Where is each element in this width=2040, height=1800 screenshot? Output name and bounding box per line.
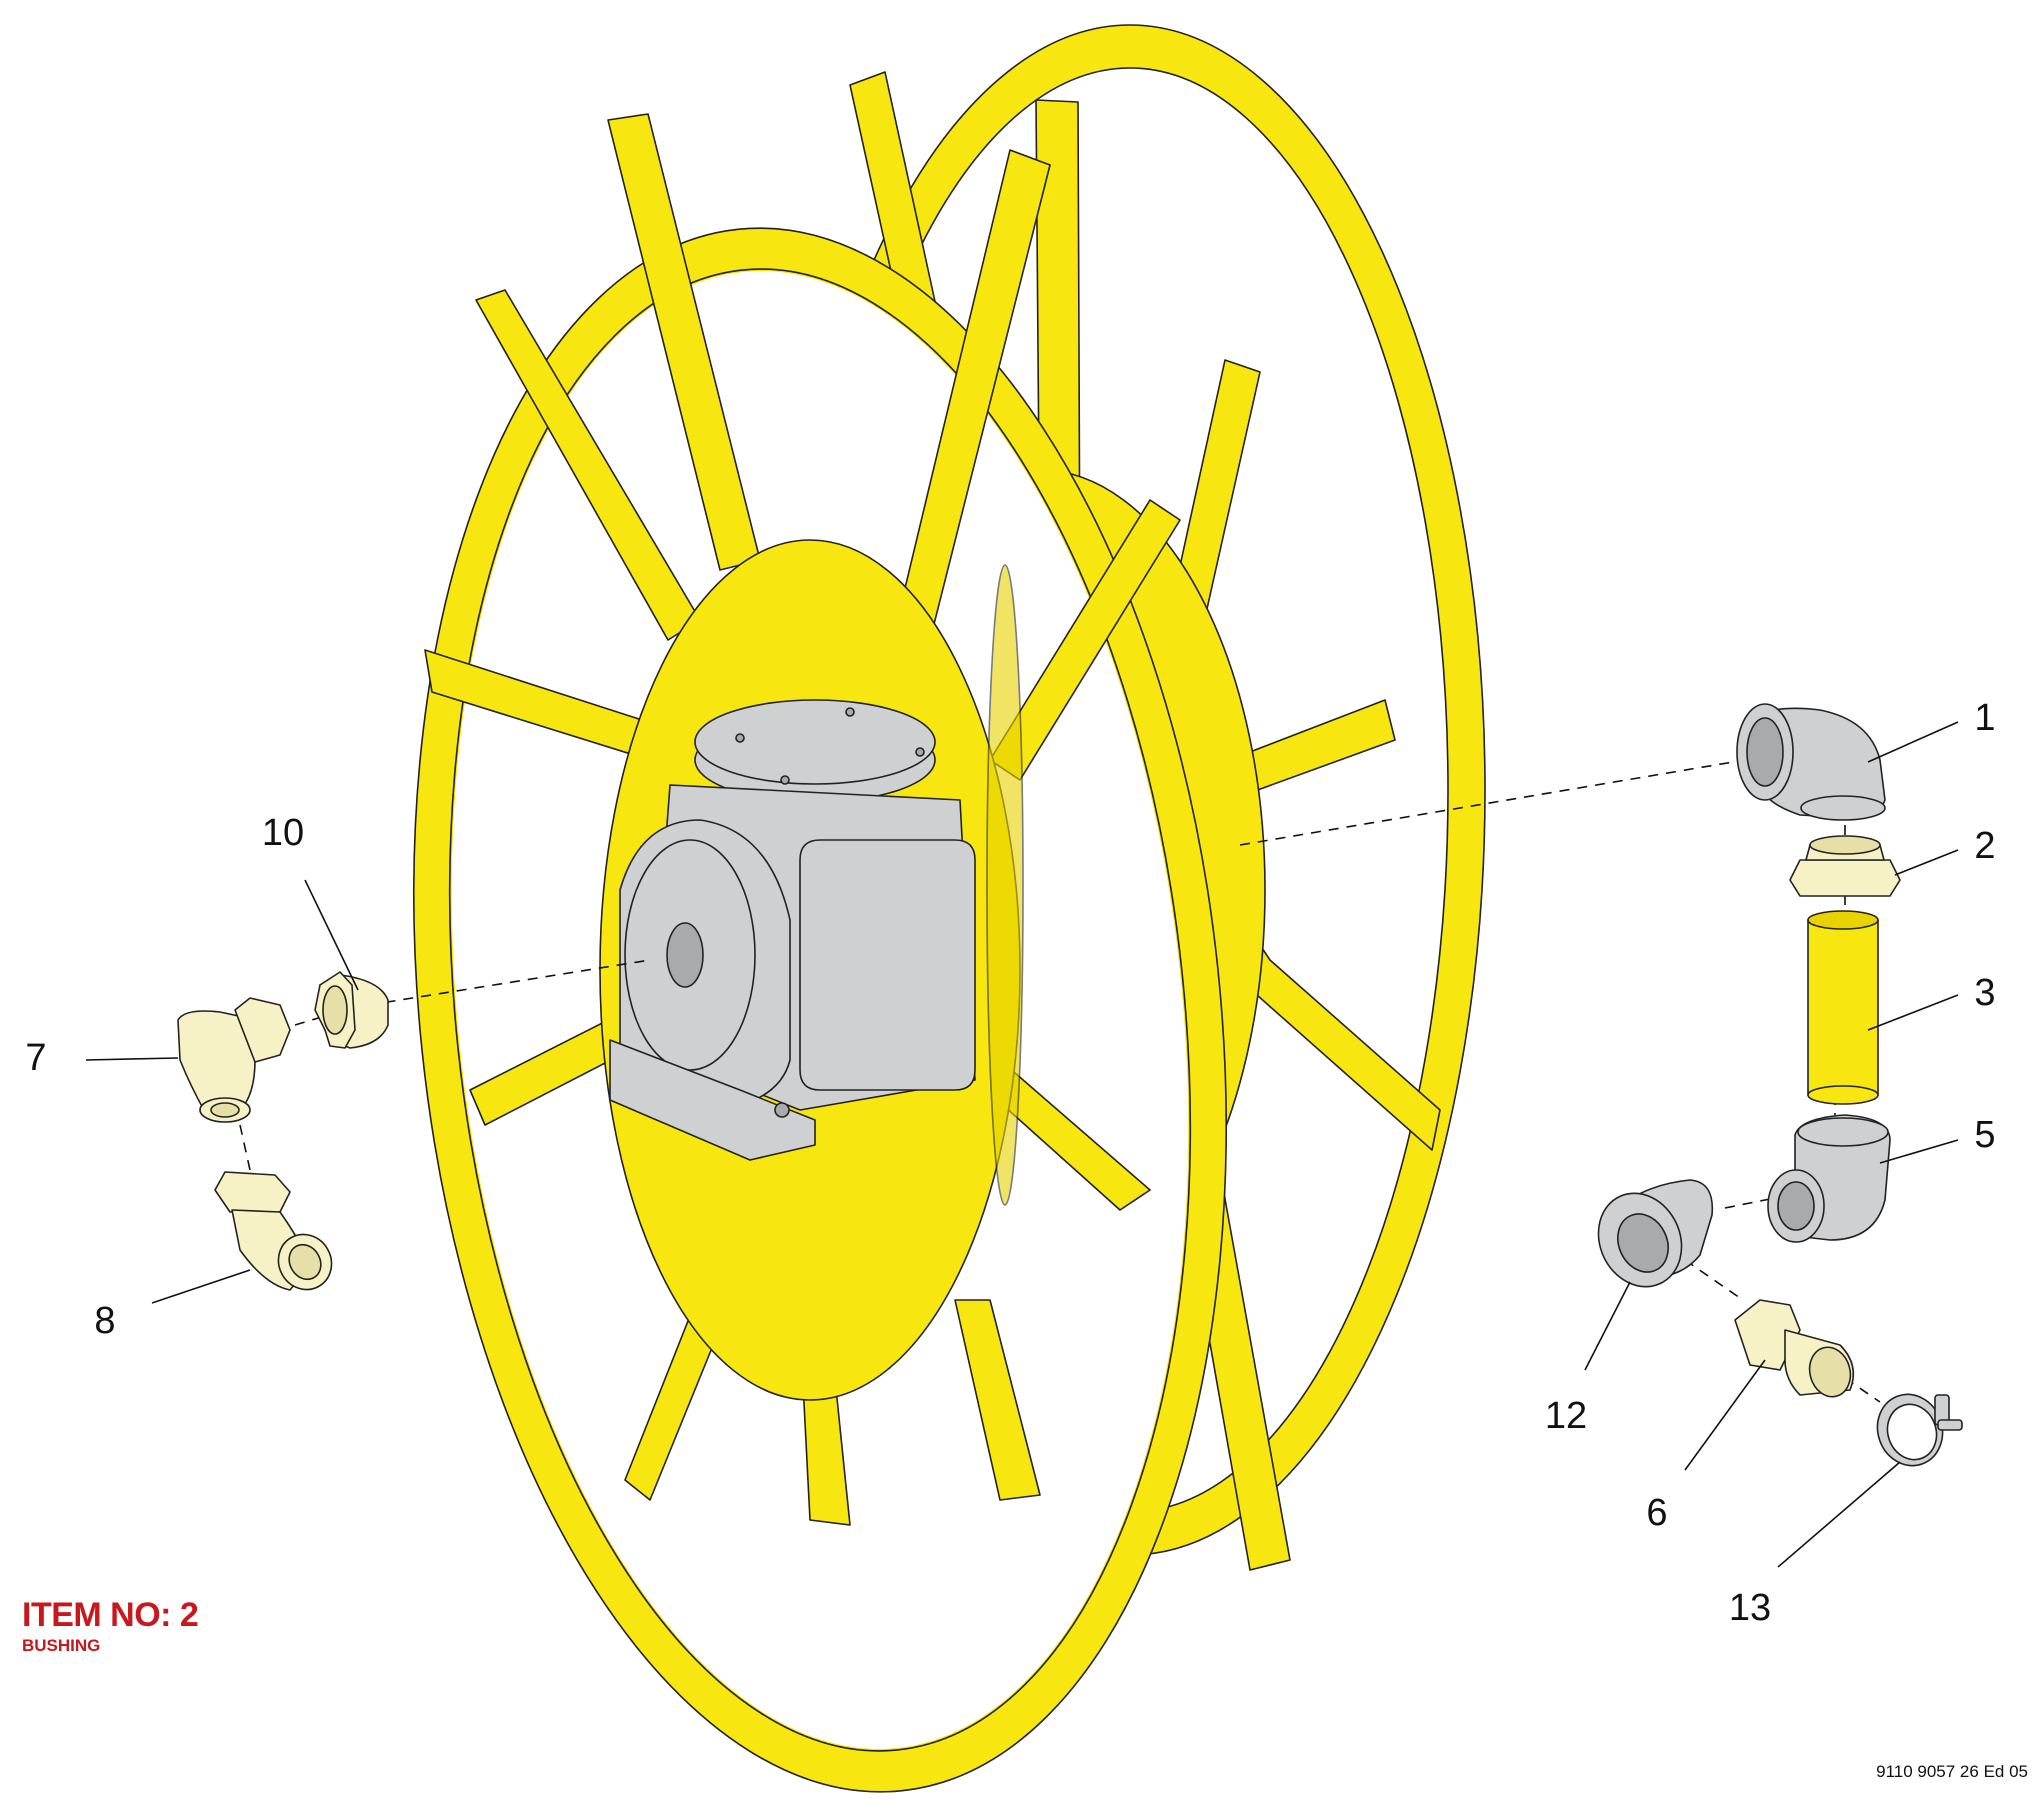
part-13-clamp [1876,1393,1963,1467]
item-number-title: ITEM NO: 2 [22,1596,199,1634]
item-description: BUSHING [22,1636,101,1655]
callout-10: 10 [262,812,304,854]
part-3-hose [1807,910,1879,1105]
part-8-elbow [214,1171,333,1291]
part-1-elbow [1736,703,1886,821]
callout-5: 5 [1974,1114,1995,1156]
part-10-bushing [314,971,389,1049]
callout-3: 3 [1974,972,1995,1014]
document-number: 9110 9057 26 Ed 05 [1876,1762,2028,1781]
callout-6: 6 [1646,1492,1667,1534]
callout-1: 1 [1974,697,1995,739]
part-2-bushing [1789,835,1901,897]
callout-12: 12 [1545,1395,1587,1437]
part-5-elbow [1767,1114,1891,1243]
callout-13: 13 [1729,1587,1771,1629]
front-flange-spokes [424,113,1181,1526]
part-6-hose-tail [1734,1299,1855,1398]
part-12-elbow [1597,1179,1714,1288]
callout-labels: 1 2 3 5 6 7 8 10 12 13 [25,697,1995,1629]
part-7-elbow [177,997,291,1123]
callout-8: 8 [94,1300,115,1342]
leader-lines [85,721,1959,1568]
gearbox-assembly [609,699,976,1161]
callout-7: 7 [25,1037,46,1079]
callout-2: 2 [1974,825,1995,867]
